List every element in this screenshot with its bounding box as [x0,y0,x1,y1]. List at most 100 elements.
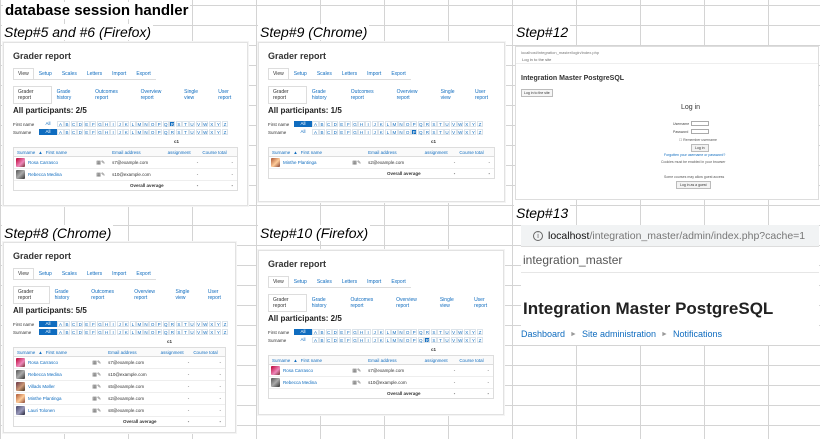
initial-letter-d[interactable]: D [77,329,84,335]
assignment-grade[interactable]: - [453,160,456,165]
initial-letter-w[interactable]: W [202,121,209,127]
avatar[interactable] [16,158,25,167]
initial-letter-h[interactable]: H [103,129,110,135]
initial-letter-u[interactable]: U [188,121,196,127]
initial-letter-z[interactable]: Z [221,121,229,127]
initial-letter-i[interactable]: I [365,129,372,135]
initial-letter-r[interactable]: R [169,321,176,327]
assignment-header[interactable]: assignment [424,357,448,363]
surname-sort-link[interactable]: Surname [272,149,291,155]
initial-letter-m[interactable]: M [391,329,398,335]
initial-letter-n[interactable]: N [142,129,150,135]
initial-all-button[interactable]: All [39,129,57,135]
initial-letter-u[interactable]: U [188,129,196,135]
student-name-link[interactable]: Minthe Plantinga [28,396,62,401]
initial-letter-j[interactable]: J [116,321,123,327]
initial-letter-o[interactable]: O [404,121,411,127]
initial-letter-y[interactable]: Y [215,121,222,127]
initial-letter-s[interactable]: S [175,129,182,135]
assignment-grade[interactable]: - [187,372,190,377]
initial-letter-n[interactable]: N [397,129,405,135]
initial-letter-q[interactable]: Q [162,321,169,327]
subtab-single-view[interactable]: Single view [184,89,199,101]
initial-letter-h[interactable]: H [358,129,365,135]
initial-letter-j[interactable]: J [371,129,378,135]
assignment-header[interactable]: assignment [160,349,184,355]
initial-letter-t[interactable]: T [437,129,444,135]
initial-letter-x[interactable]: X [463,329,470,335]
initial-letter-u[interactable]: U [443,329,451,335]
edit-icon[interactable]: ▦✎ [92,407,102,414]
initial-letter-s[interactable]: S [175,321,182,327]
initial-letter-z[interactable]: Z [476,329,484,335]
initial-letter-m[interactable]: M [391,337,398,343]
tab-import[interactable]: Import [367,71,382,77]
initial-letter-y[interactable]: Y [215,321,222,327]
subtab-grader-report[interactable]: Grader report [268,86,307,104]
initial-letter-t[interactable]: T [182,329,189,335]
initial-letter-g[interactable]: G [351,329,359,335]
assignment-grade[interactable]: - [453,368,456,373]
student-name-link[interactable]: Rebecca Medina [28,172,62,177]
initial-letter-o[interactable]: O [149,129,156,135]
initial-letter-s[interactable]: S [430,337,437,343]
initial-letter-p[interactable]: P [156,121,163,127]
initial-letter-i[interactable]: I [110,129,117,135]
initial-letter-a[interactable]: A [57,129,64,135]
student-name-link[interactable]: Lauri Tolonen [28,408,55,413]
edit-icon[interactable]: ▦✎ [92,371,102,378]
initial-letter-v[interactable]: V [450,121,457,127]
initial-letter-l[interactable]: L [129,121,136,127]
initial-letter-x[interactable]: X [208,321,215,327]
subtab-overview-report[interactable]: Overview report [134,289,156,301]
initial-letter-f[interactable]: F [90,129,97,135]
initial-letter-f[interactable]: F [345,129,352,135]
initial-all-button[interactable]: All [39,329,57,335]
surname-sort-link[interactable]: Surname [272,357,291,363]
initial-letter-b[interactable]: B [318,337,326,343]
initial-letter-n[interactable]: N [397,329,405,335]
initial-letter-d[interactable]: D [332,337,339,343]
first-name-sort-link[interactable]: First name [45,149,67,155]
initial-letter-b[interactable]: B [63,129,71,135]
initial-letter-t[interactable]: T [182,121,189,127]
initial-letter-f[interactable]: F [90,329,97,335]
initial-letter-c[interactable]: C [325,121,332,127]
subtab-overview-report[interactable]: Overview report [396,297,417,309]
breadcrumb-dashboard[interactable]: Dashboard [521,329,566,339]
initial-letter-d[interactable]: D [77,121,84,127]
initial-letter-k[interactable]: K [123,129,130,135]
initial-letter-a[interactable]: A [312,337,319,343]
tab-view[interactable]: View [268,276,289,287]
edit-icon[interactable]: ▦✎ [352,379,362,386]
student-name-link[interactable]: Rosa Carrasco [283,368,314,373]
initial-letter-b[interactable]: B [63,329,71,335]
subtab-grade-history[interactable]: Grade history [311,297,327,309]
initial-letter-v[interactable]: V [450,337,457,343]
subtab-grader-report[interactable]: Grader report [268,294,307,312]
initial-letter-l[interactable]: L [384,329,391,335]
initial-letter-q[interactable]: Q [162,329,169,335]
initial-letter-l[interactable]: L [129,129,136,135]
initial-letter-s[interactable]: S [430,129,437,135]
surname-sort-link[interactable]: Surname [17,149,36,155]
initial-letter-f[interactable]: F [345,337,352,343]
initial-letter-v[interactable]: V [195,129,202,135]
initial-letter-t[interactable]: T [182,321,189,327]
initial-letter-j[interactable]: J [116,129,123,135]
initial-letter-n[interactable]: N [142,321,150,327]
initial-letter-l[interactable]: L [384,129,391,135]
subtab-grade-history[interactable]: Grade history [311,89,327,101]
initial-letter-g[interactable]: G [96,329,104,335]
initial-letter-a[interactable]: A [312,121,319,127]
initial-letter-f[interactable]: F [90,121,97,127]
initial-letter-g[interactable]: G [351,337,359,343]
initial-letter-o[interactable]: O [404,129,411,135]
course-total-header[interactable]: Course total [193,349,218,355]
assignment-grade[interactable]: - [187,384,190,389]
initial-letter-m[interactable]: M [391,129,398,135]
initial-letter-z[interactable]: Z [221,321,229,327]
initial-letter-x[interactable]: X [463,129,470,135]
initial-letter-h[interactable]: H [103,121,110,127]
tab-setup[interactable]: Setup [293,279,307,285]
